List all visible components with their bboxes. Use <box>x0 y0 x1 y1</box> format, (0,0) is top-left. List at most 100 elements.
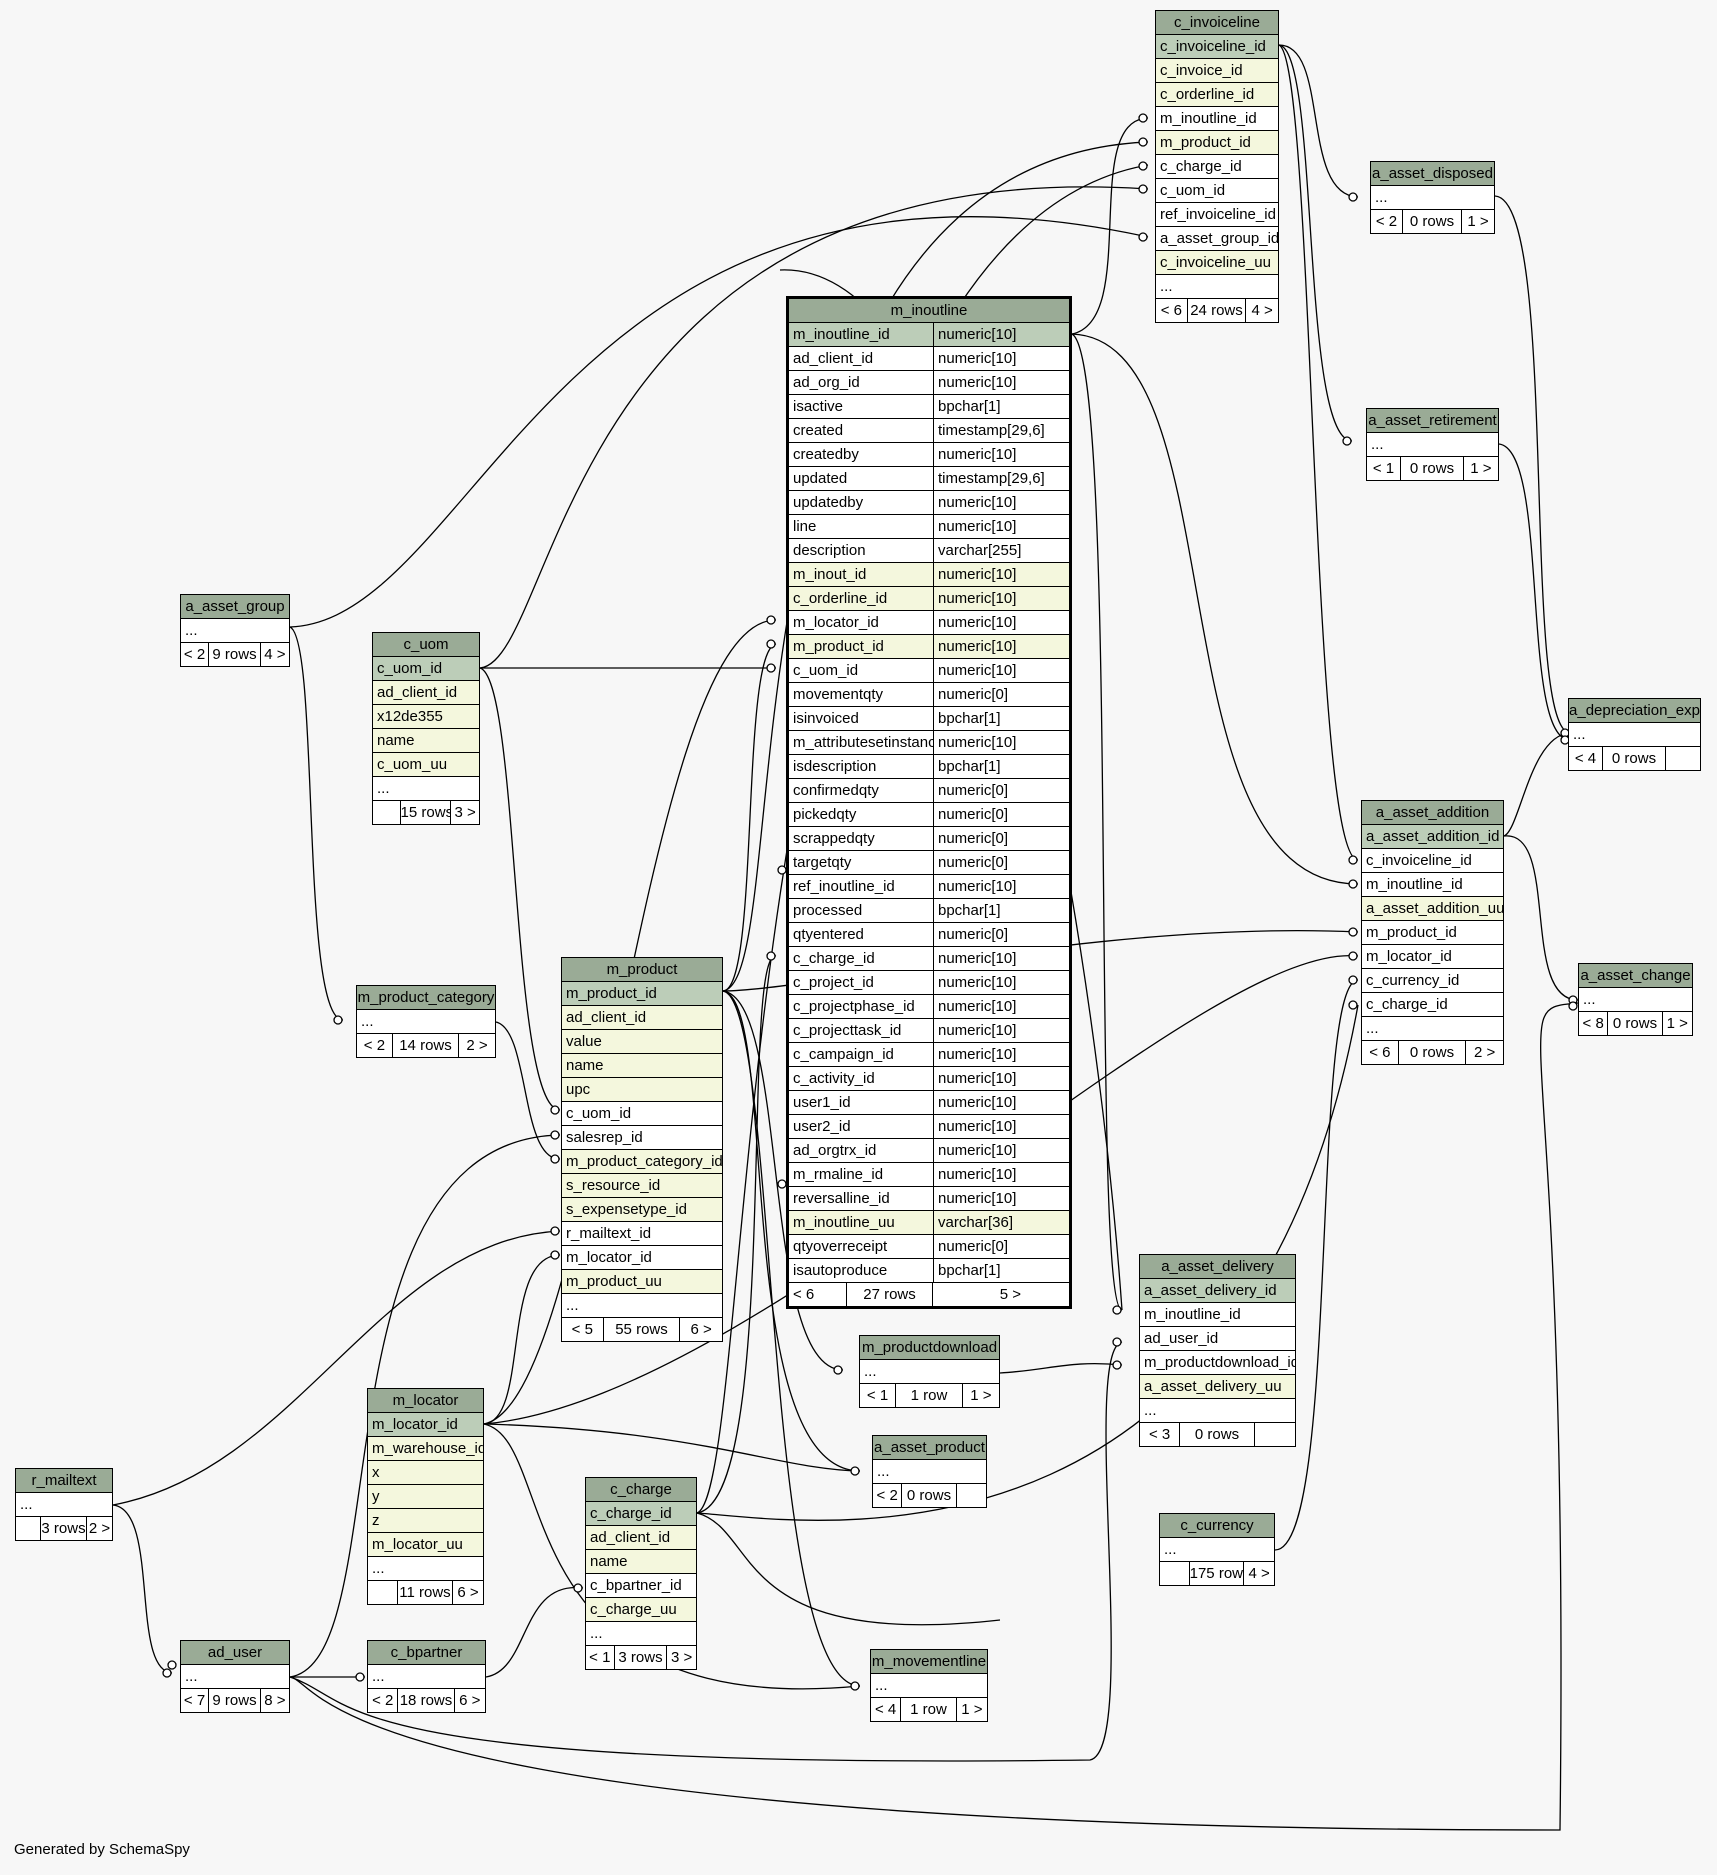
table-column-row[interactable]: c_uom_id <box>562 1102 722 1126</box>
table-column-row[interactable]: m_product_uu <box>562 1270 722 1294</box>
table-column-row[interactable]: a_asset_delivery_id <box>1140 1279 1295 1303</box>
table-column-row[interactable]: c_invoiceline_id <box>1362 849 1503 873</box>
table-column-row[interactable]: ad_client_id <box>562 1006 722 1030</box>
table-column-row[interactable]: m_productdownload_id <box>1140 1351 1295 1375</box>
table-column-row[interactable]: s_expensetype_id <box>562 1198 722 1222</box>
table-column-row[interactable]: ... <box>368 1557 483 1581</box>
table-column-row[interactable]: ... <box>860 1360 999 1384</box>
table-column-row[interactable]: c_invoice_id <box>1156 59 1278 83</box>
table-column-row[interactable]: name <box>586 1550 696 1574</box>
table-column-row[interactable]: m_warehouse_id <box>368 1437 483 1461</box>
table-column-row[interactable]: ... <box>357 1010 495 1034</box>
table-column-row[interactable]: ... <box>373 777 479 801</box>
table-column-row[interactable]: ... <box>181 619 289 643</box>
table-column-row[interactable]: a_asset_delivery_uu <box>1140 1375 1295 1399</box>
table-column-row[interactable]: m_inoutline_id <box>1156 107 1278 131</box>
table-column-row[interactable]: upc <box>562 1078 722 1102</box>
table-column-row[interactable]: ... <box>871 1674 987 1698</box>
table-column-row[interactable]: ... <box>1367 433 1498 457</box>
table-column-row[interactable]: a_asset_addition_uu <box>1362 897 1503 921</box>
table-column-row[interactable]: c_charge_uu <box>586 1598 696 1622</box>
table-column-row[interactable]: m_locator_id <box>1362 945 1503 969</box>
table-column-row[interactable]: ... <box>1140 1399 1295 1423</box>
table-column-row[interactable]: c_invoiceline_uu <box>1156 251 1278 275</box>
table-column-row[interactable]: a_asset_group_id <box>1156 227 1278 251</box>
table-column-row[interactable]: c_charge_id <box>1156 155 1278 179</box>
table-column-row[interactable]: name <box>562 1054 722 1078</box>
table-column-row[interactable]: c_charge_id <box>1362 993 1503 1017</box>
table-column-row[interactable]: z <box>368 1509 483 1533</box>
table-column-row[interactable]: ad_client_id <box>586 1526 696 1550</box>
table-column-row[interactable]: name <box>373 729 479 753</box>
table-column-row[interactable]: ... <box>873 1460 986 1484</box>
table-column-row[interactable]: ... <box>562 1294 722 1318</box>
table-column-row[interactable]: r_mailtext_id <box>562 1222 722 1246</box>
table-column-row[interactable]: s_resource_id <box>562 1174 722 1198</box>
table-column-row[interactable]: m_locator_uu <box>368 1533 483 1557</box>
table-column-row[interactable]: ... <box>1569 723 1700 747</box>
table-column-row[interactable]: c_charge_id <box>586 1502 696 1526</box>
table-column-row[interactable]: c_currency_id <box>1362 969 1503 993</box>
table-column-row[interactable]: value <box>562 1030 722 1054</box>
table-column-row[interactable]: m_product_category_id <box>562 1150 722 1174</box>
table-column-row[interactable]: c_uom_id <box>1156 179 1278 203</box>
table-column-row[interactable]: m_inoutline_id <box>1140 1303 1295 1327</box>
table-column-row[interactable]: y <box>368 1485 483 1509</box>
table-column-row[interactable]: ... <box>1579 988 1692 1012</box>
table-column-row[interactable]: ... <box>1362 1017 1503 1041</box>
table-column-row[interactable]: c_uom_id <box>373 657 479 681</box>
